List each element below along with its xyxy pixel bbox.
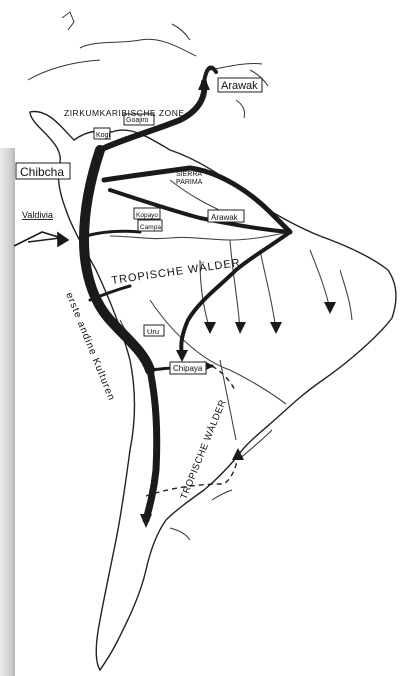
dashed-routes [145,365,239,497]
label-campa: Campa [140,224,161,231]
scan-edge [14,148,15,676]
label-uru: Uru [147,327,159,336]
route-arrowheads [140,76,336,528]
label-kogi: Kogi [96,132,110,139]
label-zirkumkaribische-zone: ZIRKUMKARIBISCHE ZONE [64,108,185,118]
label-arawak-north: Arawak [221,80,258,92]
label-goajiro: Goajiro [126,117,149,124]
label-tropische-walder-south: TROPISCHE WÄLDER [179,398,229,501]
migration-routes [78,65,293,524]
label-boxes [15,77,263,375]
valdivia-arrow [13,231,70,248]
label-erste-andine-kulturen: erste andine Kulturen [63,291,117,403]
rivers [109,179,353,441]
label-chipaya: Chipaya [173,364,203,373]
label-sierra: SIERRA [176,171,202,178]
label-chibcha: Chibcha [20,165,64,179]
scan-shadow [0,148,14,676]
label-arawak-south: Arawak [211,213,239,222]
caribbean-coastline [27,11,269,119]
label-parima: PARIMA [176,179,203,186]
label-valdivia: Valdivia [22,210,53,220]
label-kopayo: Kopayo [136,212,158,219]
